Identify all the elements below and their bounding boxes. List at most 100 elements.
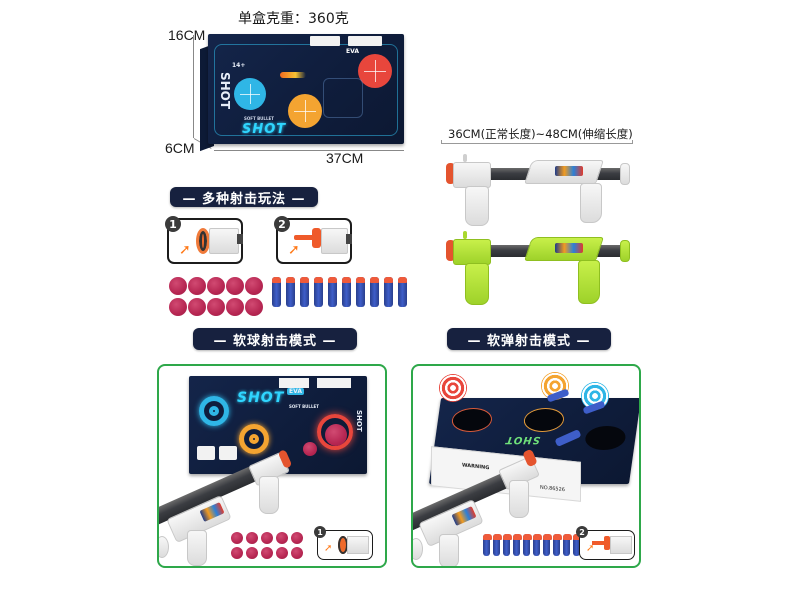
box-side-logo: SHOT — [355, 410, 363, 432]
gun-front-detail — [610, 536, 632, 554]
box-sticker-2 — [348, 36, 382, 46]
box-frame-line — [214, 44, 398, 136]
white-gun-sticker — [555, 166, 583, 176]
box-mini-card-ball — [219, 446, 237, 460]
soft-darts-group — [272, 277, 412, 311]
soft-dart — [553, 534, 562, 556]
green-gun-sticker — [555, 243, 583, 253]
gun-front-detail — [347, 536, 369, 554]
soft-dart-mode-step-card: 2 ➚ — [576, 526, 635, 560]
model-number: NO.86526 — [540, 484, 565, 494]
flying-ball — [303, 442, 317, 456]
barrel-stub — [346, 234, 352, 244]
green-gun-rear-grip — [578, 260, 600, 304]
warning-label: WARNING — [462, 462, 490, 472]
soft-dart — [513, 534, 522, 556]
white-gun-front-grip — [465, 186, 489, 226]
soft-ball — [246, 547, 258, 559]
soft-dart-mode-title: — 软弹射击模式 — — [447, 328, 611, 350]
box-weight-label: 单盒克重：360克 — [238, 11, 349, 27]
soft-ball — [207, 298, 225, 316]
soft-ball — [291, 547, 303, 559]
soft-ball — [188, 298, 206, 316]
step-number: 2 — [576, 526, 588, 538]
soft-dart — [543, 534, 552, 556]
white-gun-stock-cap — [620, 163, 630, 185]
soft-ball-mode-step-card: 1 ➚ — [314, 526, 373, 560]
white-gun-sight — [463, 154, 467, 162]
soft-ball-mode-title: — 软球射击模式 — — [193, 328, 357, 350]
dart-adapter-rod-icon — [294, 235, 314, 240]
dart-adapter-base-icon — [604, 536, 610, 550]
soft-dart — [384, 277, 393, 307]
height-dimension-line — [193, 35, 194, 138]
soft-dart-mode-gun-grip — [509, 480, 529, 518]
arrow-icon: ➚ — [586, 543, 595, 554]
step-card-1: 1 ➚ — [165, 216, 243, 264]
cyan-target-icon — [234, 78, 266, 110]
white-gun-muzzle — [446, 163, 455, 184]
soft-dart — [533, 534, 542, 556]
soft-dart-mode-darts — [483, 534, 582, 556]
height-dimension-label: 16CM — [168, 27, 206, 43]
length-bracket-left — [441, 140, 442, 144]
product-box: SHOT 14+ EVA SOFT BULLET SHOT — [208, 34, 404, 144]
soft-ball — [245, 277, 263, 295]
soft-dart — [493, 534, 502, 556]
arrow-icon: ➚ — [179, 242, 191, 258]
soft-ball — [276, 547, 288, 559]
cyan-ring-target-icon — [199, 396, 229, 426]
step-card-2: 2 ➚ — [274, 216, 352, 264]
ball-muzzle-icon — [338, 536, 348, 554]
orange-ring-target-icon — [239, 424, 269, 454]
soft-dart — [300, 277, 309, 307]
depth-dimension-label: 6CM — [165, 140, 195, 156]
soft-ball — [207, 277, 225, 295]
soft-ball — [169, 277, 187, 295]
gun-outline-illustration — [323, 78, 363, 118]
barrel-stub — [237, 234, 243, 244]
soft-ball-mode-box: SHOT EVA SOFT BULLET SHOT — [189, 376, 367, 474]
soft-ball — [226, 298, 244, 316]
soft-balls-group — [169, 277, 269, 317]
flying-dart-icon — [280, 72, 306, 78]
soft-dart — [563, 534, 572, 556]
step-number-2: 2 — [274, 216, 290, 232]
dart-adapter-rod-icon — [592, 541, 606, 545]
orange-target-icon — [288, 94, 322, 128]
box-sticker-1 — [310, 36, 340, 46]
soft-ball — [169, 298, 187, 316]
flying-ball — [325, 424, 347, 446]
length-bracket-right — [632, 140, 633, 144]
soft-dart — [272, 277, 281, 307]
soft-ball — [231, 532, 243, 544]
box-shot-logo: SHOT — [237, 390, 285, 406]
age-label: 14+ — [232, 62, 246, 69]
step-number-1: 1 — [165, 216, 181, 232]
soft-dart — [342, 277, 351, 307]
soft-ball-mode-gun-rear-grip — [187, 530, 207, 566]
soft-dart — [523, 534, 532, 556]
soft-dart — [503, 534, 512, 556]
target-hole — [522, 408, 566, 432]
arrow-icon: ➚ — [288, 242, 300, 258]
green-gun-front-body — [453, 239, 491, 265]
target-hole — [450, 408, 494, 432]
soft-dart-mode-gun-rear-grip — [439, 534, 459, 566]
gun-front-detail — [321, 228, 348, 254]
soft-dart — [328, 277, 337, 307]
box-sticker — [317, 378, 351, 388]
soft-ball — [261, 547, 273, 559]
length-bracket-line — [441, 143, 633, 144]
box-side-logo: SHOT — [218, 72, 232, 110]
soft-dart — [356, 277, 365, 307]
target-hole — [583, 426, 628, 450]
width-dimension-line — [214, 150, 404, 151]
soft-ball — [245, 298, 263, 316]
soft-dart — [573, 534, 582, 556]
soft-ball — [246, 532, 258, 544]
box-tagline: SOFT BULLET — [244, 116, 274, 121]
soft-dart — [370, 277, 379, 307]
box-shot-logo: SHOT — [504, 434, 541, 445]
eva-label: EVA — [287, 388, 304, 395]
